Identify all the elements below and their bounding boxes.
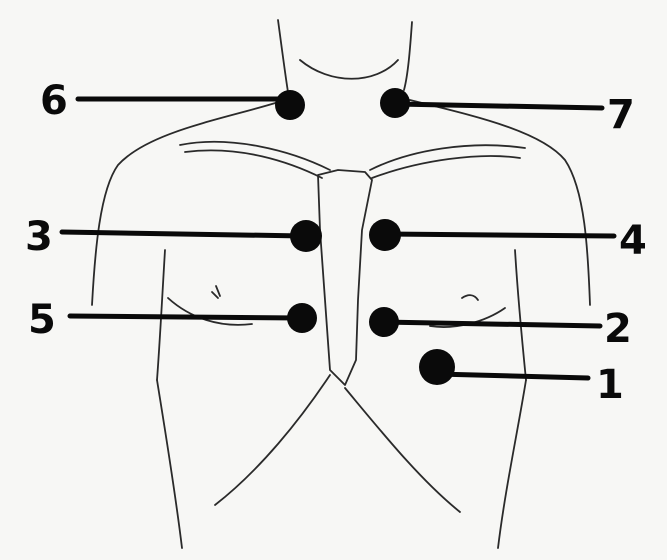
electrode-dot-3 (290, 220, 322, 252)
leader-line-5 (70, 316, 300, 318)
label-3: 3 (25, 214, 53, 260)
label-4: 4 (619, 218, 647, 264)
electrode-dot-5 (287, 303, 317, 333)
leader-line-2 (382, 322, 600, 326)
label-2: 2 (604, 306, 632, 352)
electrode-dot-6 (275, 90, 305, 120)
electrode-dot-2 (369, 307, 399, 337)
label-5: 5 (28, 297, 56, 343)
electrode-dot-1 (419, 349, 455, 385)
leader-line-4 (386, 234, 614, 236)
electrode-dot-7 (380, 88, 410, 118)
point-labels: 6 7 3 4 5 2 1 (25, 78, 647, 408)
label-6: 6 (40, 78, 68, 124)
leader-line-1 (437, 374, 588, 378)
leader-lines (62, 99, 614, 378)
leader-line-7 (396, 104, 602, 108)
electrode-dot-4 (369, 219, 401, 251)
label-7: 7 (607, 92, 635, 138)
label-1: 1 (596, 362, 624, 408)
